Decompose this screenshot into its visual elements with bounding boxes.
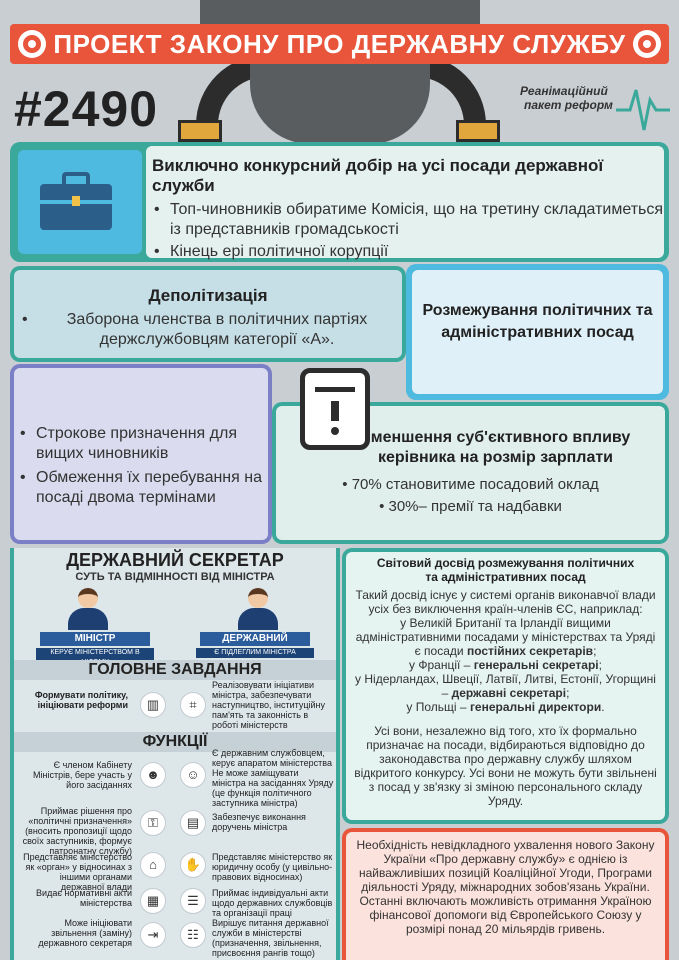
- briefcase-icon: [40, 172, 112, 230]
- block2-bullet: Заборона членства в політичних партіях д…: [20, 310, 396, 350]
- function-right: Забезпечує виконання доручень міністра: [212, 812, 306, 832]
- block5-bullet: • 30%– премії та надбавки: [379, 498, 562, 515]
- main-task-heading: ГОЛОВНЕ ЗАВДАННЯ: [14, 660, 336, 680]
- main-task-right: Реалізовувати ініціативи міністра, забез…: [212, 680, 326, 730]
- block1-title: Виключно конкурсний добір на усі посади …: [152, 156, 604, 195]
- secretary-label: ДЕРЖАВНИЙ СЕКРЕТАР: [200, 632, 310, 658]
- logo-line1: Реанімаційний: [520, 84, 608, 98]
- block3-title: Розмежування політичних та адміністратив…: [422, 302, 653, 341]
- function-left: Видає нормативні акти міністерства: [36, 888, 132, 908]
- target-icon: [18, 30, 46, 58]
- minister-avatar: [66, 588, 110, 630]
- block-competitive-selection: Виключно конкурсний добір на усі посади …: [10, 142, 669, 262]
- world-intro: Такий досвід існує у системі органів вик…: [355, 588, 656, 616]
- block1-bullet: Кінець ері політичної корупції: [152, 242, 664, 262]
- world-uk: у Великій Британії та Ірландії вищими ад…: [355, 616, 656, 658]
- secretary-subtitle: СУТЬ ТА ВІДМІННОСТІ ВІД МІНІСТРА: [75, 571, 275, 583]
- presentation-icon: ⌗: [180, 692, 206, 718]
- block-term-limits: Строкове призначення для вищих чиновникі…: [10, 364, 272, 544]
- world-title-1: Світовий досвід розмежування політичних: [376, 556, 635, 570]
- world-title-2: та адміністративних посад: [425, 570, 586, 584]
- chart-icon: ▥: [140, 692, 166, 718]
- person-icon: ☺: [180, 762, 206, 788]
- world-nl: у Нідерландах, Швеції, Латвії, Литві, Ес…: [355, 672, 656, 700]
- main-task-left: Формувати політику, ініціювати реформи: [34, 690, 128, 710]
- header-banner: ПРОЕКТ ЗАКОНУ ПРО ДЕРЖАВНУ СЛУЖБУ: [10, 24, 669, 64]
- state-secretary-section: [10, 548, 340, 960]
- necessity-text: Необхідність невідкладного ухвалення нов…: [356, 838, 655, 936]
- exit-icon: ⇥: [140, 922, 166, 948]
- function-left: Може ініціювати звільнення (заміну) держ…: [38, 918, 132, 948]
- block-salary: Зменшення суб'єктивного впливу керівника…: [272, 402, 669, 544]
- document-icon: ▤: [180, 810, 206, 836]
- checklist-icon: ☰: [180, 888, 206, 914]
- target-icon: [633, 30, 661, 58]
- bill-number: #2490: [14, 81, 159, 137]
- briefcase-body: [250, 64, 430, 144]
- handshake-icon: ✋: [180, 852, 206, 878]
- block5-bullet: • 70% становитиме посадовий оклад: [342, 476, 599, 493]
- document-stack-icon: ▦: [140, 888, 166, 914]
- page-title: ПРОЕКТ ЗАКОНУ ПРО ДЕРЖАВНУ СЛУЖБУ: [53, 28, 626, 59]
- world-fr: у Франції – генеральні секретарі;: [409, 658, 602, 672]
- block1-bullet: Топ-чиновників обиратиме Комісія, що на …: [152, 200, 664, 240]
- secretary-title: ДЕРЖАВНИЙ СЕКРЕТАР: [66, 550, 284, 570]
- building-icon: ⌂: [140, 852, 166, 878]
- group-icon: ☻: [140, 762, 166, 788]
- clasp-icon: [178, 120, 222, 142]
- reform-logo: Реанімаційний пакет реформ: [520, 84, 670, 136]
- secretary-sublabel: Є ПІДЛЕГЛИМ МІНІСТРА: [196, 648, 314, 658]
- block-depoliticization: Деполітизація Заборона членства в політи…: [10, 266, 406, 362]
- block4-bullet: Обмеження їх перебування на посаді двома…: [18, 468, 262, 508]
- block5-title: Зменшення суб'єктивного впливу керівника…: [360, 429, 631, 466]
- function-left: Приймає рішення про «політичні призначен…: [22, 806, 132, 856]
- necessity-section: Необхідність невідкладного ухвалення нов…: [342, 828, 669, 960]
- briefcase-icon-box: [18, 150, 142, 254]
- staff-icon: ☷: [180, 922, 206, 948]
- function-right: Представляє міністерство як юридичну осо…: [212, 852, 333, 882]
- heartbeat-icon: [616, 89, 670, 131]
- function-right: Вирішує питання державної служби в мініс…: [212, 918, 329, 958]
- lock-icon: ⚿: [140, 810, 166, 836]
- exclamation-device-icon: [300, 368, 370, 450]
- clasp-icon: [456, 120, 500, 142]
- secretary-avatar: [236, 588, 280, 630]
- functions-heading: ФУНКЦІЇ: [14, 732, 336, 752]
- function-left: Представляє міністерство як «орган» у ві…: [23, 852, 132, 892]
- world-summary: Усі вони, незалежно від того, хто їх фор…: [354, 724, 657, 808]
- function-left: Є членом Кабінету Міністрів, бере участь…: [33, 760, 132, 790]
- block4-bullet: Строкове призначення для вищих чиновникі…: [18, 424, 262, 464]
- function-right: Приймає індивідуальні акти щодо державни…: [212, 888, 333, 918]
- minister-label: МІНІСТР: [40, 632, 150, 646]
- world-pl: у Польщі – генеральні директори.: [406, 700, 605, 714]
- function-right: Є державним службовцем, керує апаратом м…: [212, 748, 334, 808]
- block-separation: Розмежування політичних та адміністратив…: [406, 264, 669, 400]
- block2-title: Деполітизація: [148, 286, 268, 305]
- logo-line2: пакет реформ: [524, 98, 613, 112]
- world-experience-section: Світовий досвід розмежування політичних …: [342, 548, 669, 824]
